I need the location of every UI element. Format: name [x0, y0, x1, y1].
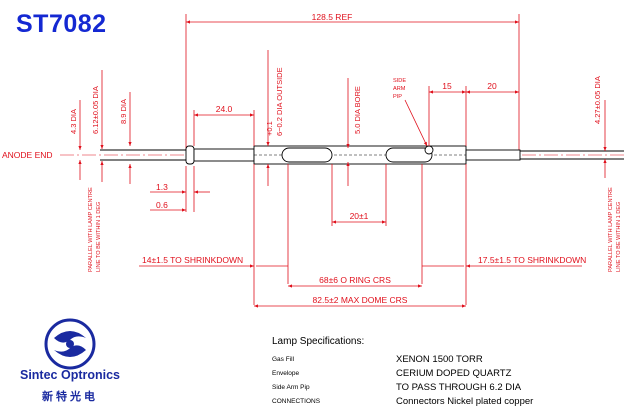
spec-label: Envelope	[272, 369, 300, 377]
parallel-note-left-line-1: PARALLEL WITH LAMP CENTRE	[88, 187, 94, 272]
side-arm-line-2: ARM	[393, 86, 406, 92]
shrinkdown-dimensions: 14±1.5 TO SHRINKDOWN 17.5±1.5 TO SHRINKD…	[139, 164, 586, 305]
overall-length-label: 128.5 REF	[312, 12, 353, 22]
dim-15-label: 15	[442, 81, 452, 91]
side-arm-note: SIDE ARM PIP	[393, 78, 428, 147]
anode-stem	[193, 148, 255, 162]
dim-20pm1-label: 20±1	[350, 211, 369, 221]
specs-heading: Lamp Specifications:	[272, 336, 365, 347]
small-offset-dimensions: 1.3 0.6	[150, 166, 210, 212]
dim-20pm1-dimension: 20±1	[331, 164, 387, 226]
spec-row: Gas Fill XENON 1500 TORR	[272, 352, 572, 366]
cathode-stem	[465, 149, 521, 161]
logo-name: Sintec Optronics	[19, 368, 121, 382]
dim-0-6-label: 0.6	[156, 200, 168, 210]
dia-8-9-label: 8.9 DIA	[119, 99, 128, 124]
lamp-specifications: Lamp Specifications: Gas Fill XENON 1500…	[272, 336, 572, 408]
spec-row: CONNECTIONS Connectors Nickel plated cop…	[272, 394, 572, 408]
cathode-electrode	[385, 147, 433, 163]
parallel-note-left: PARALLEL WITH LAMP CENTRE LINE TO BE WIT…	[88, 187, 102, 272]
spec-value: XENON 1500 TORR	[396, 353, 483, 365]
right-dia-dimension: 4.27±0.05 DIA	[593, 76, 607, 178]
dia-4-27-label: 4.27±0.05 DIA	[593, 76, 602, 124]
parallel-note-right-line-1: PARALLEL WITH LAMP CENTRE	[608, 187, 614, 272]
anode-end-label: ANODE END	[2, 150, 53, 160]
spec-value: TO PASS THROUGH 6.2 DIA	[396, 381, 522, 393]
spec-value: Connectors Nickel plated copper	[396, 395, 534, 407]
shrink-left-label: 14±1.5 TO SHRINKDOWN	[142, 255, 243, 265]
max-dome-crs-label: 82.5±2 MAX DOME CRS	[313, 295, 408, 305]
o-ring-crs-dimension: 68±6 O RING CRS	[288, 275, 422, 288]
outside-dia-top-label: +0.1	[265, 121, 274, 136]
dim-20-label: 20	[487, 81, 497, 91]
bore-dia-dimension: 5.0 DIA BORE	[346, 78, 362, 186]
drawing-title: ST7082	[16, 10, 107, 38]
dim-24-label: 24.0	[216, 104, 233, 114]
dim-24-dimension: 24.0	[193, 104, 255, 146]
technical-drawing: 128.5 REF ANODE END 4.3 DIA 6.12±0.05 DI…	[2, 12, 625, 308]
max-dome-crs-dimension: 82.5±2 MAX DOME CRS	[254, 295, 466, 308]
anode-electrode	[281, 147, 333, 163]
spec-row: Side Arm Pip TO PASS THROUGH 6.2 DIA	[272, 380, 572, 394]
dim-1-3-label: 1.3	[156, 182, 168, 192]
shrink-right-label: 17.5±1.5 TO SHRINKDOWN	[478, 255, 586, 265]
parallel-note-left-line-2: LINE TO BE WITHIN 1 DEG	[96, 202, 102, 272]
bore-dia-label: 5.0 DIA BORE	[353, 86, 362, 134]
side-arm-pip	[424, 145, 434, 155]
lamp-body	[100, 145, 624, 165]
outside-dia-dimension: +0.1 6−0.2 DIA OUTSIDE	[265, 50, 284, 186]
side-arm-line-1: SIDE	[393, 78, 406, 84]
company-logo: Sintec Optronics 新特光电	[14, 318, 126, 414]
spec-row: Envelope CERIUM DOPED QUARTZ	[272, 366, 572, 380]
outside-dia-label: 6−0.2 DIA OUTSIDE	[275, 67, 284, 136]
dim-15-20-dimension: 15 20	[428, 81, 519, 146]
overall-length-dimension: 128.5 REF	[185, 12, 520, 150]
parallel-note-right: PARALLEL WITH LAMP CENTRE LINE TO BE WIT…	[608, 187, 622, 272]
spec-value: CERIUM DOPED QUARTZ	[396, 367, 512, 379]
dia-4-3-label: 4.3 DIA	[69, 109, 78, 134]
dia-6-12-label: 6.12±0.05 DIA	[91, 86, 100, 134]
spec-label: Side Arm Pip	[272, 383, 310, 391]
logo-emblem-icon	[44, 318, 96, 370]
anode-cap	[185, 145, 195, 165]
parallel-note-right-line-2: LINE TO BE WITHIN 1 DEG	[616, 202, 622, 272]
spec-label: Gas Fill	[272, 355, 295, 363]
o-ring-crs-label: 68±6 O RING CRS	[319, 275, 391, 285]
spec-label: CONNECTIONS	[272, 397, 321, 405]
left-diameter-dimensions: 4.3 DIA 6.12±0.05 DIA 8.9 DIA	[69, 70, 132, 184]
side-arm-line-3: PIP	[393, 94, 402, 100]
logo-chinese-name: 新特光电	[42, 390, 98, 403]
